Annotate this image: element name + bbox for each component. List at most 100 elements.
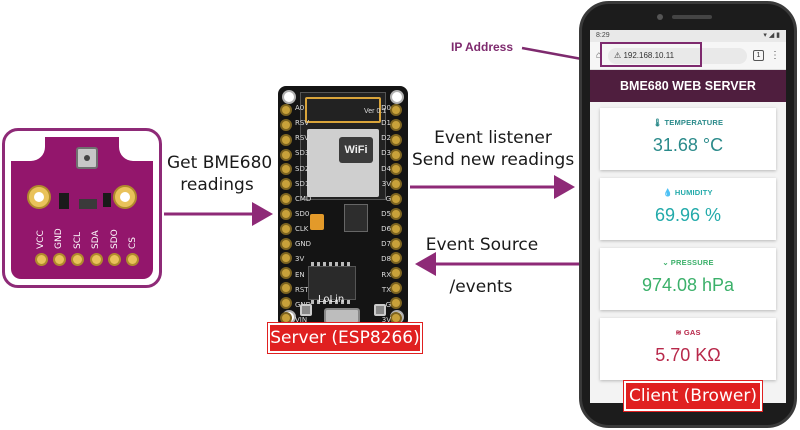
get-readings-label: Get BME680 readings — [167, 153, 273, 195]
board-version: Ver 0.1 — [364, 108, 387, 115]
pin-label: TX — [381, 285, 391, 294]
header-pin — [390, 222, 402, 235]
pin-label: D1 — [381, 119, 391, 128]
header-pin — [390, 282, 402, 295]
header-pin — [280, 296, 292, 309]
pin-label: RSV — [295, 119, 310, 128]
pin-label: G — [385, 194, 391, 203]
pin-label: RSV — [295, 134, 310, 143]
header-pin — [390, 118, 402, 131]
droplet-icon: 💧 — [663, 188, 673, 197]
header-pin — [280, 163, 292, 176]
left-header-pins — [280, 104, 296, 324]
sensor-pin-pad — [89, 253, 103, 266]
card-value: 974.08 hPa — [641, 275, 735, 295]
pin-label: D4 — [381, 164, 391, 173]
pin-label: G — [385, 300, 391, 309]
header-pin — [280, 148, 292, 161]
status-icons: ▾ ◢ ▮ — [763, 32, 780, 39]
wind-icon: ≋ — [675, 328, 682, 337]
header-pin — [390, 237, 402, 250]
sensor-pin: SCL — [70, 219, 86, 273]
pin-label: D5 — [381, 209, 391, 218]
tab-count-button[interactable]: 1 — [753, 50, 764, 61]
header-pin — [390, 207, 402, 220]
pin-label: SD2 — [295, 164, 310, 173]
header-pin — [390, 104, 402, 116]
thermometer-icon: 🌡 — [652, 118, 663, 127]
pin-label: D2 — [381, 134, 391, 143]
sensor-pin-pad — [34, 253, 48, 266]
url-field[interactable]: ⚠ 192.168.10.11 — [608, 47, 747, 64]
header-pin — [280, 282, 292, 295]
sensor-pin: SDA — [88, 219, 104, 273]
events-path-label: /events — [449, 277, 513, 297]
speaker-grille — [672, 15, 712, 19]
capacitor — [310, 214, 324, 230]
pin-label: D8 — [381, 255, 391, 264]
menu-icon[interactable]: ⋮ — [770, 50, 780, 61]
pin-label: 3V — [295, 255, 305, 264]
header-pin — [280, 118, 292, 131]
pin-label: D3 — [381, 149, 391, 158]
pin-label: SD0 — [295, 209, 310, 218]
reset-button — [300, 304, 312, 316]
header-pin — [390, 148, 402, 161]
card-value: 31.68 °C — [652, 135, 724, 155]
usb-serial-chip — [308, 262, 356, 304]
client-tag: Client (Brower) — [623, 380, 763, 412]
sensor-pin-pad — [52, 253, 66, 266]
right-header-pins — [390, 104, 406, 324]
event-listener-label: Event listener Send new readings — [412, 128, 575, 170]
card-value: 5.70 KΩ — [655, 345, 721, 365]
board-brand: LoLin — [318, 294, 345, 305]
home-icon[interactable]: ⌂ — [596, 50, 603, 61]
card-title: 🌡TEMPERATURE — [652, 118, 724, 127]
sensor-pin: VCC — [33, 219, 49, 273]
ip-address-label: IP Address — [451, 40, 514, 54]
header-pin — [390, 193, 402, 206]
camera-icon — [657, 14, 663, 20]
flash-button — [374, 304, 386, 316]
sensor-pin: GND — [51, 219, 67, 273]
header-pin — [390, 133, 402, 146]
warning-icon: ⚠ — [614, 50, 622, 60]
status-bar: 8:29 ▾ ◢ ▮ — [590, 30, 786, 42]
event-source-label: Event Source — [425, 235, 539, 255]
sensor-pin-pad — [126, 253, 140, 266]
header-pin — [280, 237, 292, 250]
pin-label: CLK — [295, 225, 309, 234]
pin-label: 3V — [381, 179, 391, 188]
browser-url-bar: ⌂ ⚠ 192.168.10.11 1 ⋮ — [590, 42, 786, 70]
header-pin — [280, 207, 292, 220]
pin-label: D6 — [381, 225, 391, 234]
voltage-regulator — [344, 204, 368, 232]
phone-screen: 8:29 ▾ ◢ ▮ ⌂ ⚠ 192.168.10.11 1 ⋮ BME680 … — [590, 30, 786, 403]
pin-label: EN — [295, 270, 305, 279]
header-pin — [390, 252, 402, 265]
header-pin — [280, 222, 292, 235]
pin-label: A0 — [295, 104, 305, 112]
sensor-pin: SDO — [107, 219, 123, 273]
pin-label: VIN — [295, 315, 308, 324]
micro-usb-port — [324, 308, 360, 324]
page-title: BME680 WEB SERVER — [590, 70, 786, 102]
pin-label: GND — [295, 240, 312, 249]
header-pin — [280, 311, 292, 324]
rf-shield: WiFi — [307, 129, 379, 197]
antenna-trace — [305, 97, 381, 123]
wifi-logo: WiFi — [339, 137, 373, 163]
header-pin — [390, 296, 402, 309]
sensor-pin: CS — [125, 219, 141, 273]
card-title: ≋GAS — [675, 328, 701, 337]
pin-label: SD3 — [295, 149, 310, 158]
card-value: 69.96 % — [654, 205, 722, 225]
header-pin — [280, 178, 292, 191]
sensor-pin-pad — [71, 253, 85, 266]
header-pin — [280, 193, 292, 206]
